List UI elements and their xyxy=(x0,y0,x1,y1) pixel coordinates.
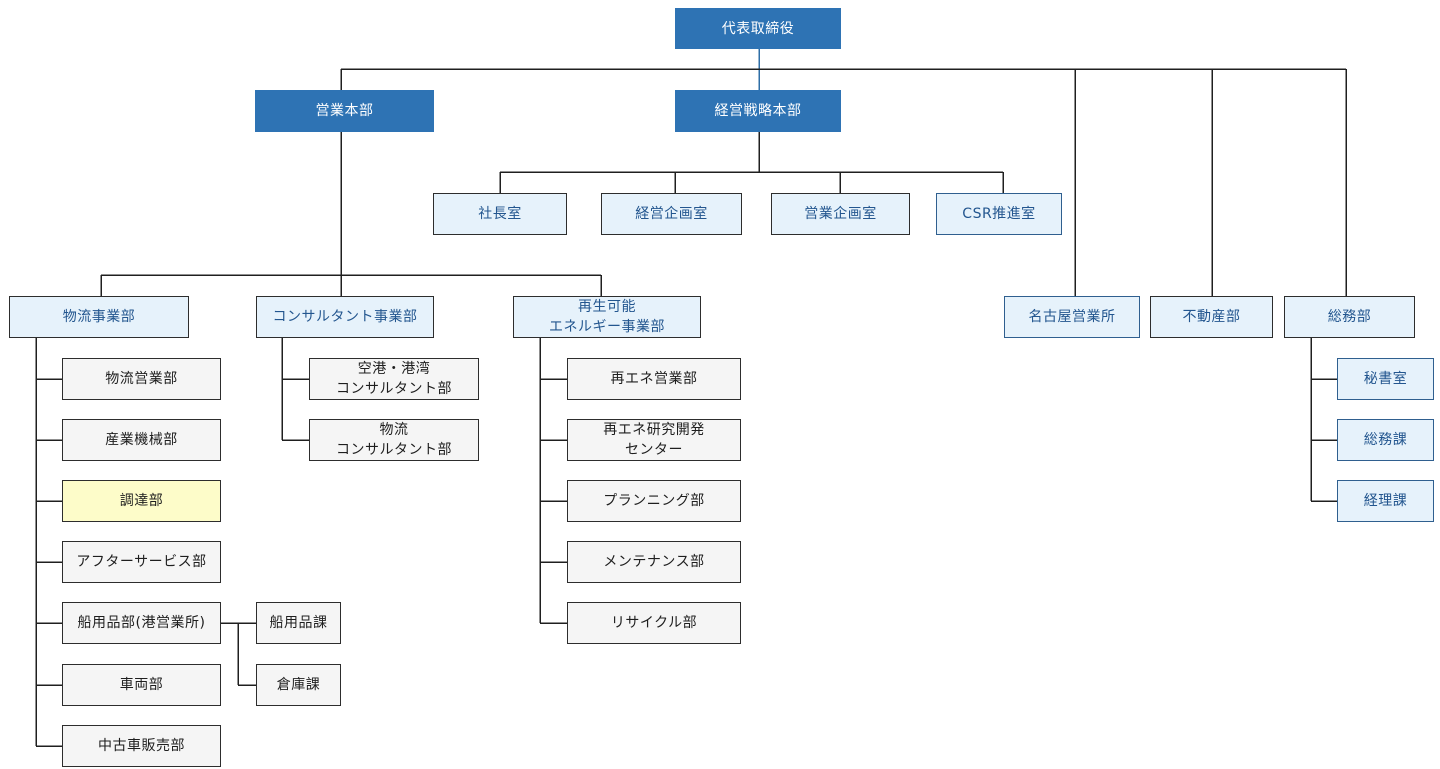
ceo-box: 代表取締役 xyxy=(675,8,841,49)
marine-unit-box: 倉庫課 xyxy=(256,664,341,706)
logistics-unit-label: 車両部 xyxy=(119,677,164,693)
sales-planning-office-label: 営業企画室 xyxy=(804,206,877,222)
sales-planning-office-box: 営業企画室 xyxy=(771,193,910,235)
logistics-unit-label: アフターサービス部 xyxy=(76,554,207,570)
renewable-unit-label: メンテナンス部 xyxy=(603,554,705,570)
consulting-unit-label: 物流 コンサルタント部 xyxy=(336,422,452,458)
renewable-unit-box: リサイクル部 xyxy=(567,602,741,644)
strategy-hq-label: 経営戦略本部 xyxy=(714,103,802,119)
general-affairs-unit-label: 秘書室 xyxy=(1363,371,1408,387)
renewable-unit-box: 再エネ研究開発 センター xyxy=(567,419,741,461)
logistics-unit-label: 産業機械部 xyxy=(105,432,178,448)
consulting-division-label: コンサルタント事業部 xyxy=(272,309,418,325)
logistics-unit-label: 船用品部(港営業所) xyxy=(77,615,206,631)
logistics-unit-box-highlighted: 調達部 xyxy=(62,480,221,522)
renewable-division-label: 再生可能 エネルギー事業部 xyxy=(549,299,665,335)
general-affairs-unit-label: 経理課 xyxy=(1363,493,1408,509)
logistics-unit-box: 車両部 xyxy=(62,664,221,706)
renewable-unit-label: プランニング部 xyxy=(603,493,705,509)
logistics-division-label: 物流事業部 xyxy=(62,309,136,325)
general-affairs-unit-box: 総務課 xyxy=(1337,419,1434,461)
ceo-label: 代表取締役 xyxy=(721,20,795,37)
consulting-unit-box: 空港・港湾 コンサルタント部 xyxy=(309,358,479,400)
planning-office-box: 経営企画室 xyxy=(601,193,742,235)
logistics-unit-box: 船用品部(港営業所) xyxy=(62,602,221,644)
logistics-unit-label: 物流営業部 xyxy=(105,371,178,387)
consulting-unit-label: 空港・港湾 コンサルタント部 xyxy=(336,361,452,397)
logistics-unit-box: 中古車販売部 xyxy=(62,725,221,767)
logistics-unit-label: 調達部 xyxy=(119,493,164,509)
logistics-division-box: 物流事業部 xyxy=(9,296,189,338)
nagoya-office-box: 名古屋営業所 xyxy=(1004,296,1140,338)
marine-unit-box: 船用品課 xyxy=(256,602,341,644)
logistics-unit-box: 産業機械部 xyxy=(62,419,221,461)
president-office-box: 社長室 xyxy=(433,193,567,235)
consulting-unit-box: 物流 コンサルタント部 xyxy=(309,419,479,461)
general-affairs-label: 総務部 xyxy=(1327,309,1372,325)
renewable-unit-label: 再エネ研究開発 センター xyxy=(603,422,705,458)
real-estate-label: 不動産部 xyxy=(1182,309,1241,325)
marine-unit-label: 倉庫課 xyxy=(276,677,321,693)
renewable-unit-box: メンテナンス部 xyxy=(567,541,741,583)
renewable-unit-box: 再エネ営業部 xyxy=(567,358,741,400)
nagoya-office-label: 名古屋営業所 xyxy=(1028,309,1116,325)
renewable-unit-label: 再エネ営業部 xyxy=(610,371,698,387)
president-office-label: 社長室 xyxy=(478,206,522,222)
logistics-unit-label: 中古車販売部 xyxy=(98,738,185,754)
strategy-hq-box: 経営戦略本部 xyxy=(675,90,841,132)
real-estate-box: 不動産部 xyxy=(1150,296,1273,338)
general-affairs-unit-label: 総務課 xyxy=(1363,432,1408,448)
consulting-division-box: コンサルタント事業部 xyxy=(256,296,434,338)
logistics-unit-box: アフターサービス部 xyxy=(62,541,221,583)
planning-office-label: 経営企画室 xyxy=(635,206,708,222)
marine-unit-label: 船用品課 xyxy=(269,615,328,631)
csr-office-box: CSR推進室 xyxy=(936,193,1062,235)
renewable-unit-box: プランニング部 xyxy=(567,480,741,522)
general-affairs-unit-box: 秘書室 xyxy=(1337,358,1434,400)
csr-office-label: CSR推進室 xyxy=(962,206,1036,222)
renewable-division-box: 再生可能 エネルギー事業部 xyxy=(513,296,701,338)
sales-hq-box: 営業本部 xyxy=(255,90,434,132)
sales-hq-label: 営業本部 xyxy=(315,103,374,119)
general-affairs-unit-box: 経理課 xyxy=(1337,480,1434,522)
general-affairs-box: 総務部 xyxy=(1284,296,1415,338)
renewable-unit-label: リサイクル部 xyxy=(610,615,698,631)
logistics-unit-box: 物流営業部 xyxy=(62,358,221,400)
